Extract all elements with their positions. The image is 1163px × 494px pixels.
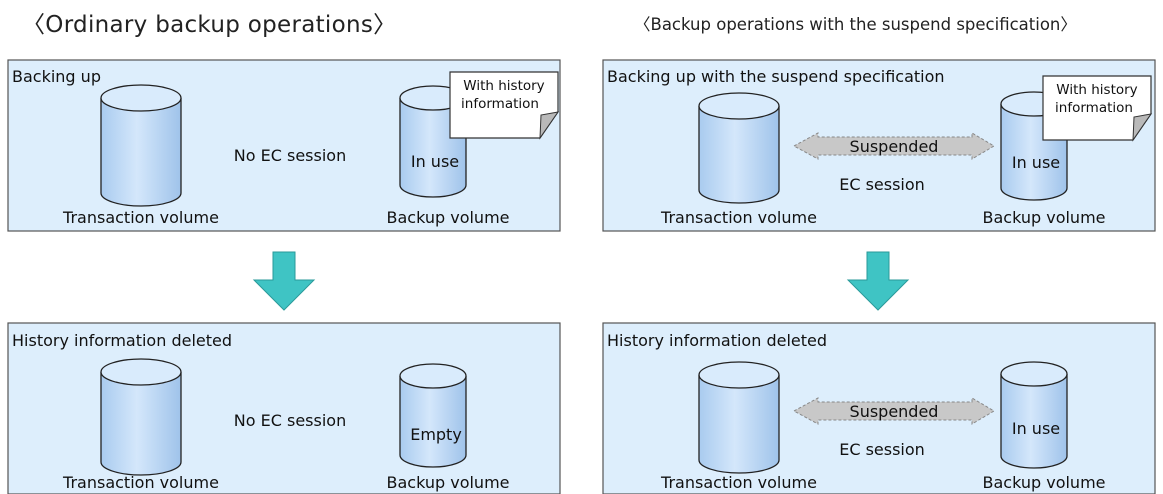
transaction-volume-cylinder	[698, 92, 780, 204]
suspended-label: Suspended	[850, 137, 939, 156]
suspended-label: Suspended	[850, 402, 939, 421]
history-information-note: With history information	[449, 71, 560, 140]
backup-volume-state: In use	[411, 152, 459, 171]
note-line-2: information	[1055, 100, 1133, 116]
panel-title: History information deleted	[607, 331, 827, 350]
panel-suspend-backing-up: Backing up with the suspend specificatio…	[602, 59, 1156, 232]
panel-suspend-history-deleted: History information deleted Transaction …	[602, 322, 1156, 494]
flow-arrow-down-left	[252, 251, 316, 311]
transaction-volume-cylinder	[100, 84, 182, 207]
transaction-volume-cylinder	[100, 358, 182, 476]
transaction-volume-label: Transaction volume	[660, 473, 817, 492]
transaction-volume-cylinder	[698, 361, 780, 474]
suspended-double-arrow	[792, 397, 995, 425]
backup-volume-state: Empty	[410, 425, 462, 444]
backup-volume-label: Backup volume	[982, 208, 1105, 227]
flow-arrow-down-right	[846, 251, 910, 311]
backup-volume-label: Backup volume	[386, 473, 509, 492]
backup-volume-state: In use	[1012, 419, 1060, 438]
heading-suspend-backup: 〈Backup operations with the suspend spec…	[634, 15, 1077, 34]
session-status-text: EC session	[839, 440, 925, 459]
panel-title: History information deleted	[12, 331, 232, 350]
session-status-text: No EC session	[234, 411, 346, 430]
backup-volume-label: Backup volume	[386, 208, 509, 227]
panel-ordinary-backing-up: Backing up Transaction volume No EC sess…	[7, 59, 561, 232]
panel-title: Backing up	[12, 67, 101, 86]
backup-volume-cylinder	[1000, 361, 1068, 469]
session-status-text: No EC session	[234, 146, 346, 165]
note-line-1: With history	[463, 78, 544, 94]
note-line-2: information	[461, 96, 539, 112]
panel-ordinary-history-deleted: History information deleted Transaction …	[7, 322, 561, 494]
heading-ordinary-backup: 〈Ordinary backup operations〉	[22, 12, 397, 38]
panel-title: Backing up with the suspend specificatio…	[607, 67, 945, 86]
note-line-1: With history	[1056, 82, 1137, 98]
transaction-volume-label: Transaction volume	[660, 208, 817, 227]
suspended-double-arrow	[792, 132, 995, 160]
transaction-volume-label: Transaction volume	[62, 208, 219, 227]
transaction-volume-label: Transaction volume	[62, 473, 219, 492]
backup-volume-cylinder	[399, 363, 467, 468]
backup-volume-label: Backup volume	[982, 473, 1105, 492]
session-status-text: EC session	[839, 175, 925, 194]
history-information-note: With history information	[1042, 75, 1153, 142]
backup-volume-state: In use	[1012, 153, 1060, 172]
